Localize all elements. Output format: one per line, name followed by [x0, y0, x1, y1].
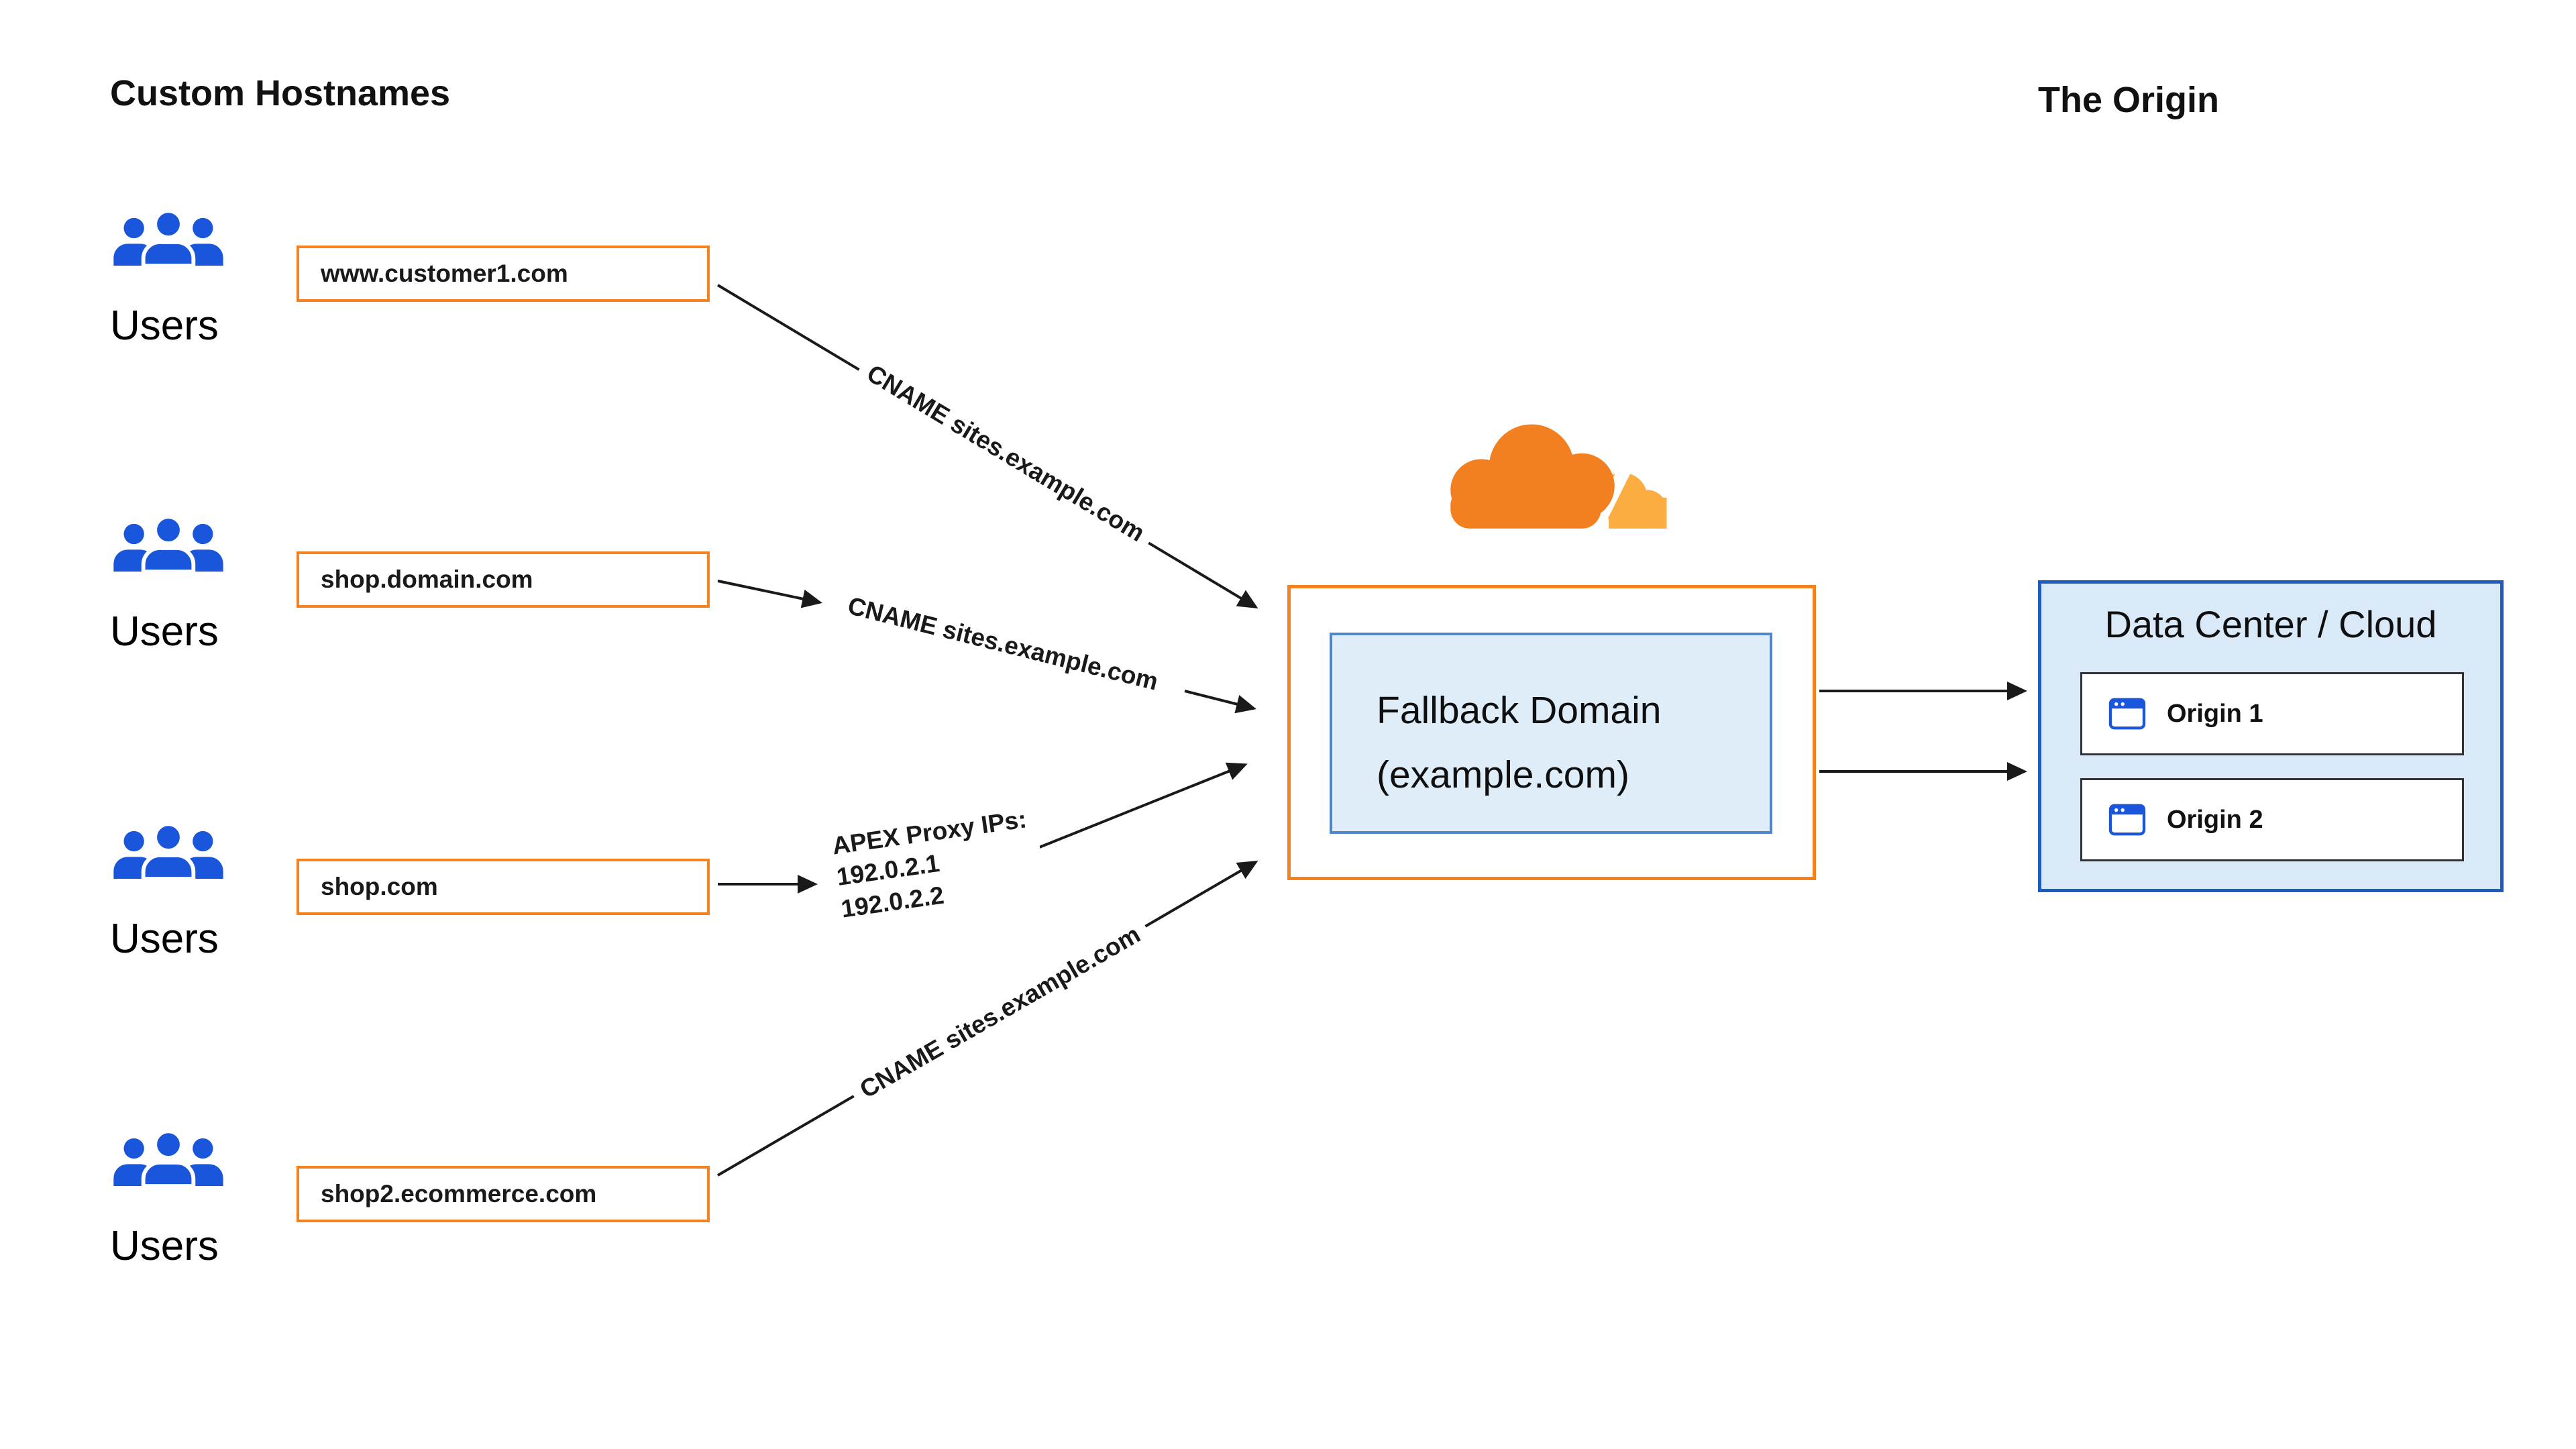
users-icon: [113, 515, 223, 574]
origin-1-label: Origin 1: [2167, 699, 2263, 728]
hostname-box-shop2-ecommerce-com: shop2.ecommerce.com: [297, 1166, 710, 1222]
user-group-2: Users: [110, 515, 227, 655]
users-icon: [113, 1130, 223, 1188]
hostname-box-shop-com: shop.com: [297, 859, 710, 915]
the-origin-heading: The Origin: [2038, 80, 2219, 120]
fallback-domain-outer-box: Fallback Domain (example.com): [1287, 585, 1816, 880]
hostname-box-shop-domain-com: shop.domain.com: [297, 551, 710, 608]
arrow-label-to-fallback-2: [1184, 690, 1256, 714]
users-label: Users: [110, 303, 219, 349]
users-label: Users: [110, 1223, 219, 1269]
cloudflare-logo-icon: [1450, 424, 1667, 543]
custom-hostnames-heading: Custom Hostnames: [110, 73, 451, 113]
data-center-cloud-panel: Data Center / Cloud Origin 1 Origin 2: [2038, 580, 2504, 892]
users-icon: [113, 822, 223, 881]
fallback-domain-subtitle: (example.com): [1377, 753, 1629, 796]
user-group-4: Users: [110, 1130, 227, 1270]
arrow-label-to-fallback-3: [1027, 762, 1248, 853]
user-group-1: Users: [110, 209, 227, 350]
browser-window-icon: [2108, 804, 2146, 836]
origin-2-box: Origin 2: [2080, 778, 2464, 861]
users-label: Users: [110, 608, 219, 655]
hostname-box-www-customer1-com: www.customer1.com: [297, 246, 710, 302]
arrow-shopdomain-to-label: [717, 580, 822, 608]
fallback-domain-box: Fallback Domain (example.com): [1330, 633, 1772, 834]
users-label: Users: [110, 916, 219, 962]
users-icon: [113, 209, 223, 268]
origin-2-label: Origin 2: [2167, 805, 2263, 834]
data-center-cloud-title: Data Center / Cloud: [2104, 603, 2437, 645]
user-group-3: Users: [110, 822, 227, 963]
fallback-domain-title: Fallback Domain: [1377, 689, 1662, 732]
origin-1-box: Origin 1: [2080, 672, 2464, 755]
browser-window-icon: [2108, 698, 2146, 730]
